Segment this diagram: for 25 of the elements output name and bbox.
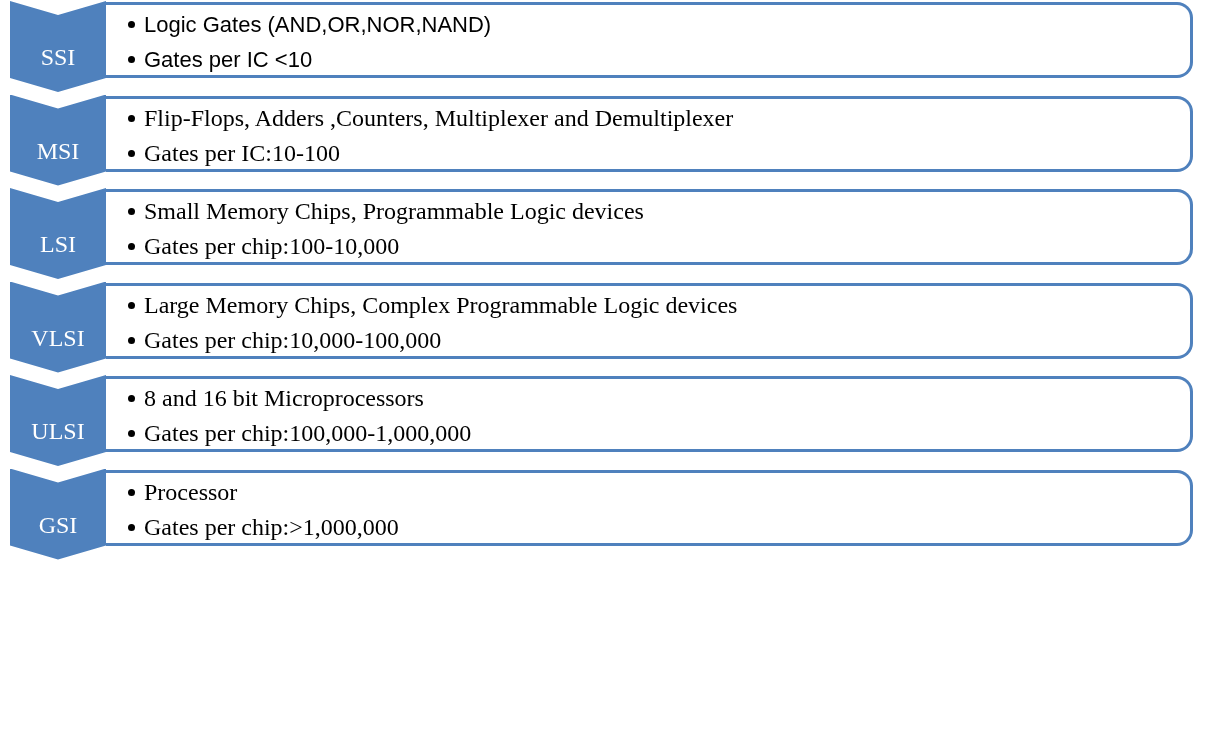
- level-label: GSI: [37, 510, 79, 539]
- level-label: ULSI: [30, 417, 86, 445]
- bullet-text: Small Memory Chips, Programmable Logic devices: [144, 198, 644, 224]
- level-label: LSI: [39, 230, 77, 258]
- bullet-text: Gates per chip:100,000-1,000,000: [144, 420, 472, 446]
- content-panel: [106, 2, 1193, 78]
- level-label: VLSI: [30, 323, 86, 352]
- level-label: MSI: [35, 136, 81, 165]
- bullet-text: Logic Gates (AND,OR,NOR,NAND): [144, 12, 492, 37]
- bullet-text: Gates per chip:>1,000,000: [144, 513, 399, 540]
- bullet-text: Gates per IC <10: [144, 47, 313, 72]
- level-label: SSI: [39, 43, 77, 71]
- content-panel: [106, 95, 1193, 172]
- bullet-text: Gates per IC:10-100: [144, 139, 340, 166]
- content-panel: [106, 376, 1193, 452]
- bullet-text: Flip-Flops, Adders ,Counters, Multiplexer and Demultiplexer: [144, 104, 734, 131]
- content-panel: [106, 469, 1193, 546]
- bullet-text: Large Memory Chips, Complex Programmable Logic devices: [144, 291, 738, 318]
- bullet-text: Gates per chip:100-10,000: [144, 233, 400, 259]
- content-panel: [106, 189, 1193, 265]
- bullet-text: Processor: [144, 478, 238, 505]
- bullet-text: 8 and 16 bit Microprocessors: [144, 385, 424, 411]
- bullet-text: Gates per chip:10,000-100,000: [144, 326, 442, 353]
- chevron-shape: [10, 1, 106, 92]
- content-panel: [106, 282, 1193, 359]
